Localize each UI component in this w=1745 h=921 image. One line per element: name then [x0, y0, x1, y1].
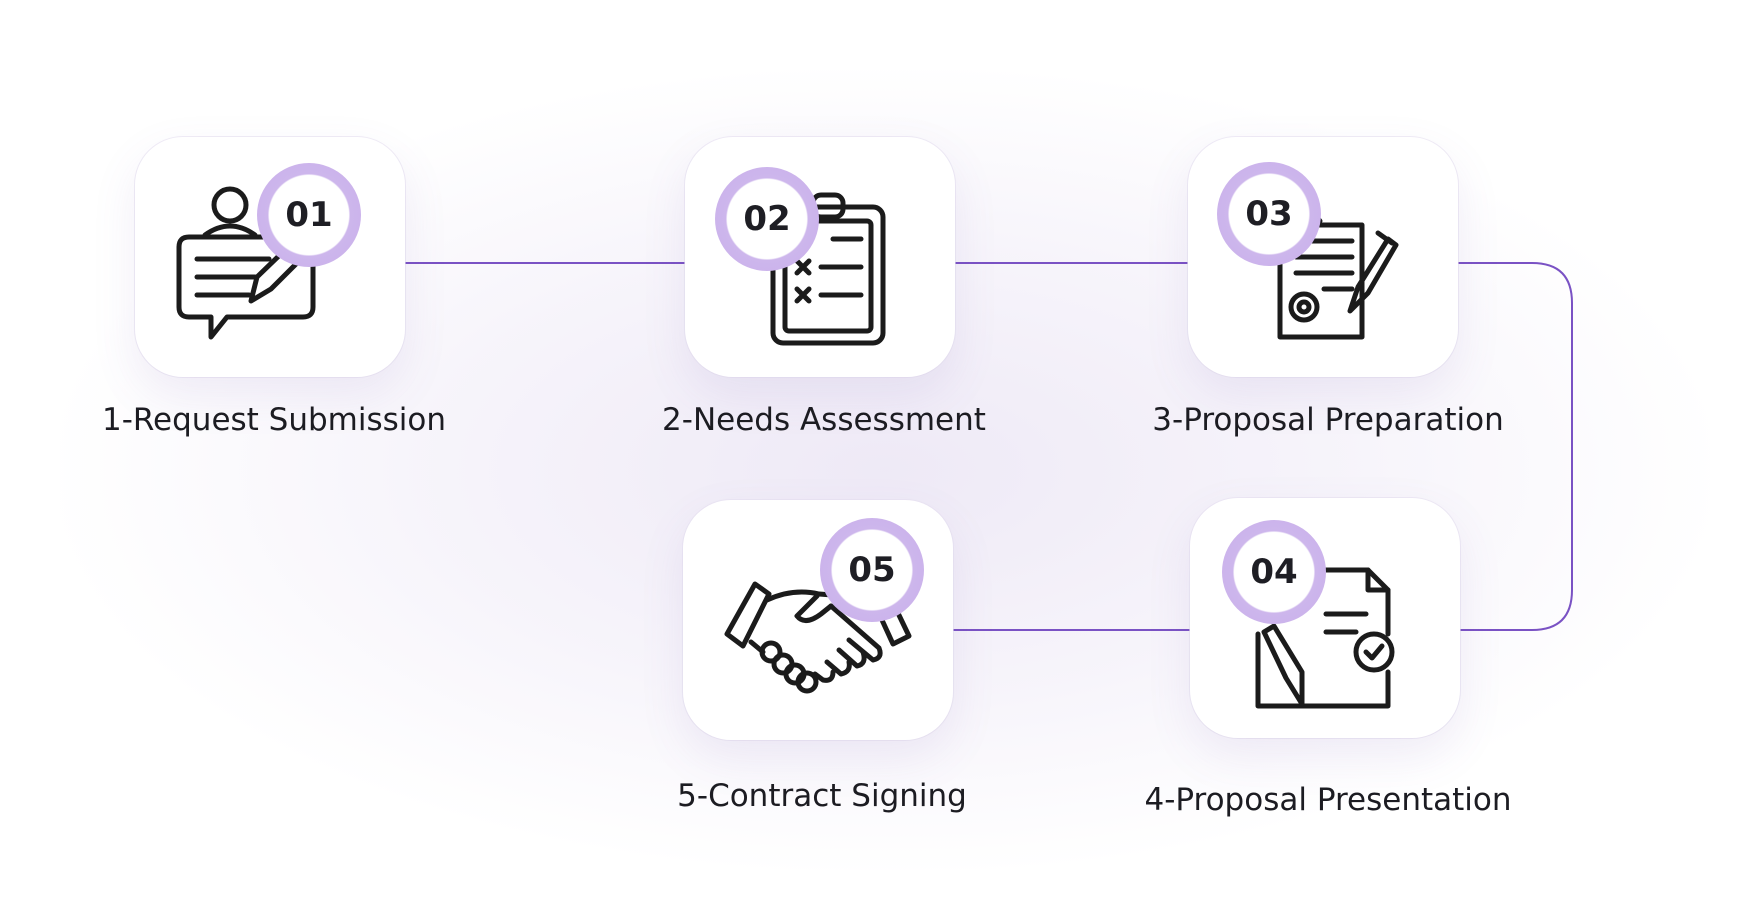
step-badge-1: 01	[257, 163, 361, 267]
step-label-2: 2-Needs Assessment	[662, 402, 986, 438]
step-label-5: 5-Contract Signing	[677, 778, 967, 814]
handshake-icon	[723, 540, 912, 710]
step-card-2: 02	[685, 137, 955, 377]
step-card-5: 05	[683, 500, 953, 740]
step-label-4: 4-Proposal Presentation	[1144, 782, 1512, 818]
step-badge-2: 02	[715, 167, 819, 271]
step-card-1: 01	[135, 137, 405, 377]
step-badge-5: 05	[820, 518, 924, 622]
step-label-3: 3-Proposal Preparation	[1152, 402, 1504, 438]
connector-3-4	[1458, 262, 1573, 631]
step-badge-3: 03	[1217, 162, 1321, 266]
clipboard-checklist-icon	[725, 177, 895, 347]
document-check-pen-icon	[1230, 538, 1400, 709]
step-card-4: 04	[1190, 498, 1460, 738]
step-badge-4: 04	[1222, 520, 1326, 624]
step-card-3: 03	[1188, 137, 1458, 377]
step-label-1: 1-Request Submission	[101, 402, 447, 438]
